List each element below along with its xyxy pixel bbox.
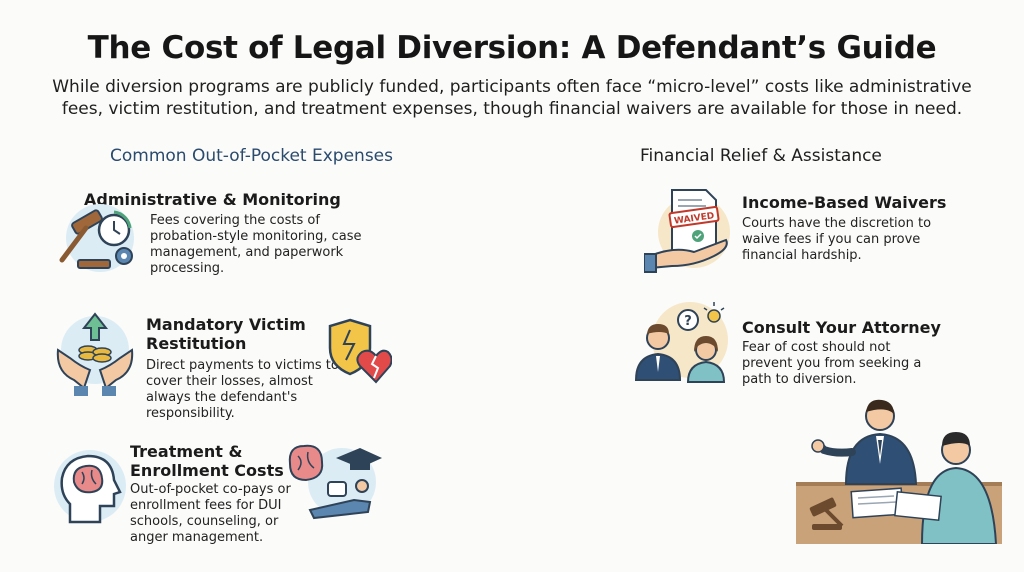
therapy-graduation-icon	[288, 444, 382, 520]
relief-heading: Financial Relief & Assistance	[640, 146, 882, 166]
waived-document-icon: WAIVED	[644, 189, 730, 273]
restitution-title: Mandatory Victim Restitution	[146, 315, 306, 353]
page-title: The Cost of Legal Diversion: A Defendant…	[87, 30, 937, 66]
waivers-desc: Courts have the discretion to waive fees…	[742, 216, 932, 263]
treatment-title: Treatment & Enrollment Costs	[130, 442, 284, 480]
expenses-heading: Common Out-of-Pocket Expenses	[110, 146, 393, 166]
hands-coins-icon	[56, 312, 134, 396]
restitution-desc: Direct payments to victims to cover thei…	[146, 358, 339, 421]
attorney-meeting-illustration	[796, 399, 1002, 544]
page-subtitle: While diversion programs are publicly fu…	[52, 77, 972, 119]
svg-text:?: ?	[684, 314, 692, 329]
head-brain-icon	[54, 450, 126, 524]
treatment-desc: Out-of-pocket co-pays or enrollment fees…	[130, 482, 291, 545]
shield-broken-heart-icon	[328, 318, 392, 384]
attorney-title: Consult Your Attorney	[742, 318, 941, 337]
people-question-icon: ?	[634, 302, 728, 383]
attorney-desc: Fear of cost should not prevent you from…	[742, 340, 922, 387]
gavel-clock-gear-icon	[59, 204, 134, 272]
admin-fees-desc: Fees covering the costs of probation-sty…	[150, 213, 362, 276]
waivers-title: Income-Based Waivers	[742, 193, 947, 212]
